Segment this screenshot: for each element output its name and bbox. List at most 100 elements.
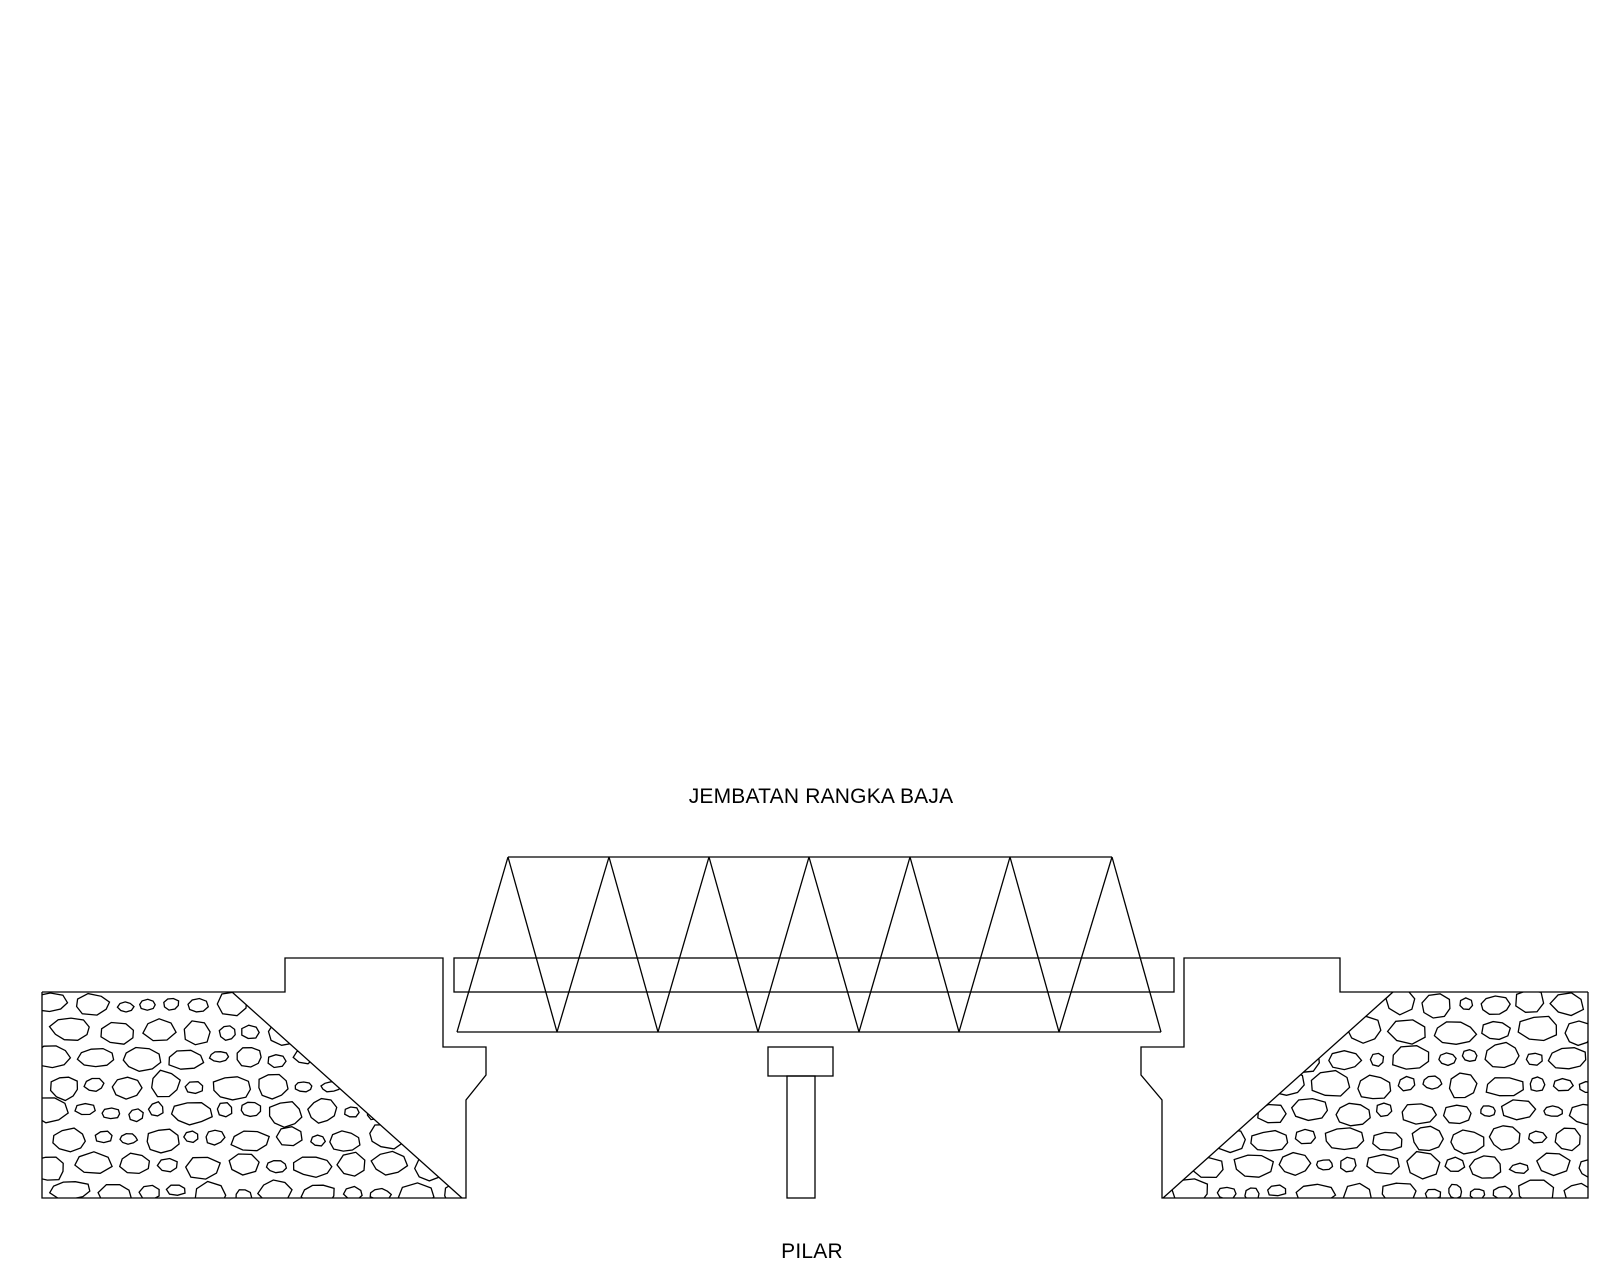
riprap-stone bbox=[1233, 1107, 1252, 1119]
riprap-stone bbox=[1276, 996, 1296, 1009]
riprap-stone bbox=[42, 992, 69, 1013]
riprap-stone bbox=[267, 1054, 287, 1069]
riprap-stone bbox=[1163, 995, 1173, 1007]
riprap-stone bbox=[1481, 1020, 1512, 1041]
riprap-stone bbox=[300, 1184, 335, 1198]
riprap-stone bbox=[444, 1182, 462, 1198]
riprap-stone bbox=[1249, 998, 1269, 1014]
riprap-stone bbox=[235, 1189, 253, 1198]
riprap-stone bbox=[205, 1129, 226, 1146]
riprap-stone bbox=[330, 992, 361, 1015]
right-embankment-slope bbox=[1162, 991, 1394, 1199]
truss-diagonal bbox=[858, 856, 911, 1033]
riprap-stone bbox=[1328, 1050, 1363, 1071]
riprap-stone bbox=[258, 1073, 289, 1100]
riprap-stone bbox=[156, 1157, 178, 1173]
bridge-deck-slab bbox=[453, 957, 1175, 993]
riprap-stone bbox=[1401, 1103, 1438, 1125]
riprap-stone bbox=[1170, 1123, 1210, 1150]
riprap-stone bbox=[369, 1123, 407, 1150]
riprap-stone bbox=[310, 1134, 327, 1147]
riprap-stone bbox=[294, 1081, 313, 1093]
riprap-stone bbox=[1578, 1080, 1588, 1094]
riprap-stone bbox=[1549, 992, 1585, 1017]
riprap-stone bbox=[435, 1099, 462, 1121]
riprap-stone bbox=[1450, 1129, 1485, 1155]
riprap-stone bbox=[397, 1182, 435, 1198]
riprap-stone bbox=[94, 1130, 113, 1144]
riprap-stone bbox=[42, 1097, 69, 1124]
riprap-stone bbox=[1385, 992, 1416, 1016]
riprap-stone bbox=[1290, 1097, 1329, 1122]
riprap-stone bbox=[1547, 1047, 1587, 1070]
riprap-stone bbox=[1294, 1128, 1317, 1145]
riprap-stone bbox=[184, 1081, 204, 1095]
riprap-stone bbox=[1357, 1074, 1392, 1100]
riprap-stone bbox=[151, 1069, 181, 1098]
riprap-stone bbox=[1280, 1049, 1320, 1074]
riprap-stone bbox=[1206, 994, 1244, 1017]
riprap-stone bbox=[1171, 1077, 1190, 1093]
riprap-stone bbox=[327, 1018, 357, 1043]
riprap-stone bbox=[42, 1045, 72, 1069]
truss-diagonal bbox=[608, 856, 659, 1033]
riprap-stone bbox=[1543, 1105, 1563, 1117]
riprap-stone bbox=[1448, 1183, 1463, 1198]
riprap-stone bbox=[1325, 1026, 1341, 1039]
riprap-stone bbox=[1324, 1127, 1365, 1151]
riprap-stone bbox=[76, 1047, 115, 1068]
truss-diagonal bbox=[909, 856, 960, 1033]
riprap-stone bbox=[147, 1101, 164, 1117]
right-abutment bbox=[1140, 957, 1589, 1199]
riprap-stone bbox=[1177, 998, 1198, 1010]
riprap-stone bbox=[413, 1156, 443, 1182]
riprap-stone bbox=[116, 1001, 135, 1013]
riprap-stone bbox=[52, 1127, 87, 1153]
riprap-stone bbox=[236, 1047, 262, 1068]
left-abutment bbox=[41, 957, 487, 1199]
riprap-stone bbox=[1386, 1019, 1426, 1045]
riprap-stone bbox=[336, 1151, 366, 1177]
riprap-stone bbox=[1422, 1075, 1443, 1090]
riprap-stone bbox=[1485, 1077, 1524, 1097]
riprap-stone bbox=[212, 1076, 252, 1101]
riprap-stone bbox=[370, 1150, 409, 1176]
riprap-stone bbox=[1515, 992, 1545, 1013]
riprap-stone bbox=[1189, 1098, 1229, 1125]
riprap-stone bbox=[75, 992, 111, 1016]
riprap-stone bbox=[240, 1101, 262, 1118]
riprap-stone bbox=[1244, 1187, 1260, 1198]
riprap-stone bbox=[1438, 1052, 1457, 1067]
riprap-stone bbox=[1278, 1151, 1312, 1176]
riprap-stone bbox=[1381, 1182, 1417, 1198]
riprap-stone bbox=[42, 1156, 64, 1181]
riprap-stone bbox=[216, 992, 248, 1017]
riprap-stone bbox=[1444, 1156, 1466, 1172]
riprap-stone bbox=[230, 1130, 271, 1152]
riprap-stone bbox=[1295, 1183, 1337, 1198]
riprap-stone bbox=[415, 1126, 444, 1155]
riprap-stone bbox=[1340, 1156, 1357, 1173]
riprap-stone bbox=[1424, 1188, 1442, 1198]
riprap-stone bbox=[363, 1017, 393, 1042]
riprap-stone bbox=[1257, 1023, 1279, 1036]
riprap-stone bbox=[1163, 1100, 1186, 1121]
riprap-stone bbox=[267, 1019, 301, 1046]
riprap-stone bbox=[1266, 1184, 1287, 1197]
riprap-stone bbox=[1492, 1185, 1514, 1198]
riprap-stone bbox=[1163, 1153, 1184, 1174]
riprap-stone bbox=[218, 1025, 236, 1042]
riprap-stone bbox=[1484, 1041, 1520, 1069]
riprap-stone bbox=[1315, 1159, 1334, 1171]
riprap-stone bbox=[1518, 1179, 1555, 1198]
riprap-stone bbox=[1578, 1158, 1588, 1179]
riprap-stone bbox=[1342, 1182, 1373, 1198]
riprap-stone bbox=[1480, 1105, 1496, 1117]
steel-truss bbox=[456, 856, 1162, 1033]
riprap-stone bbox=[1488, 1125, 1521, 1151]
pier-column bbox=[786, 1075, 816, 1199]
riprap-stone bbox=[1310, 1069, 1351, 1097]
riprap-stone bbox=[1163, 1052, 1172, 1067]
riprap-stone bbox=[1552, 1077, 1575, 1092]
riprap-stone bbox=[1433, 1021, 1478, 1045]
